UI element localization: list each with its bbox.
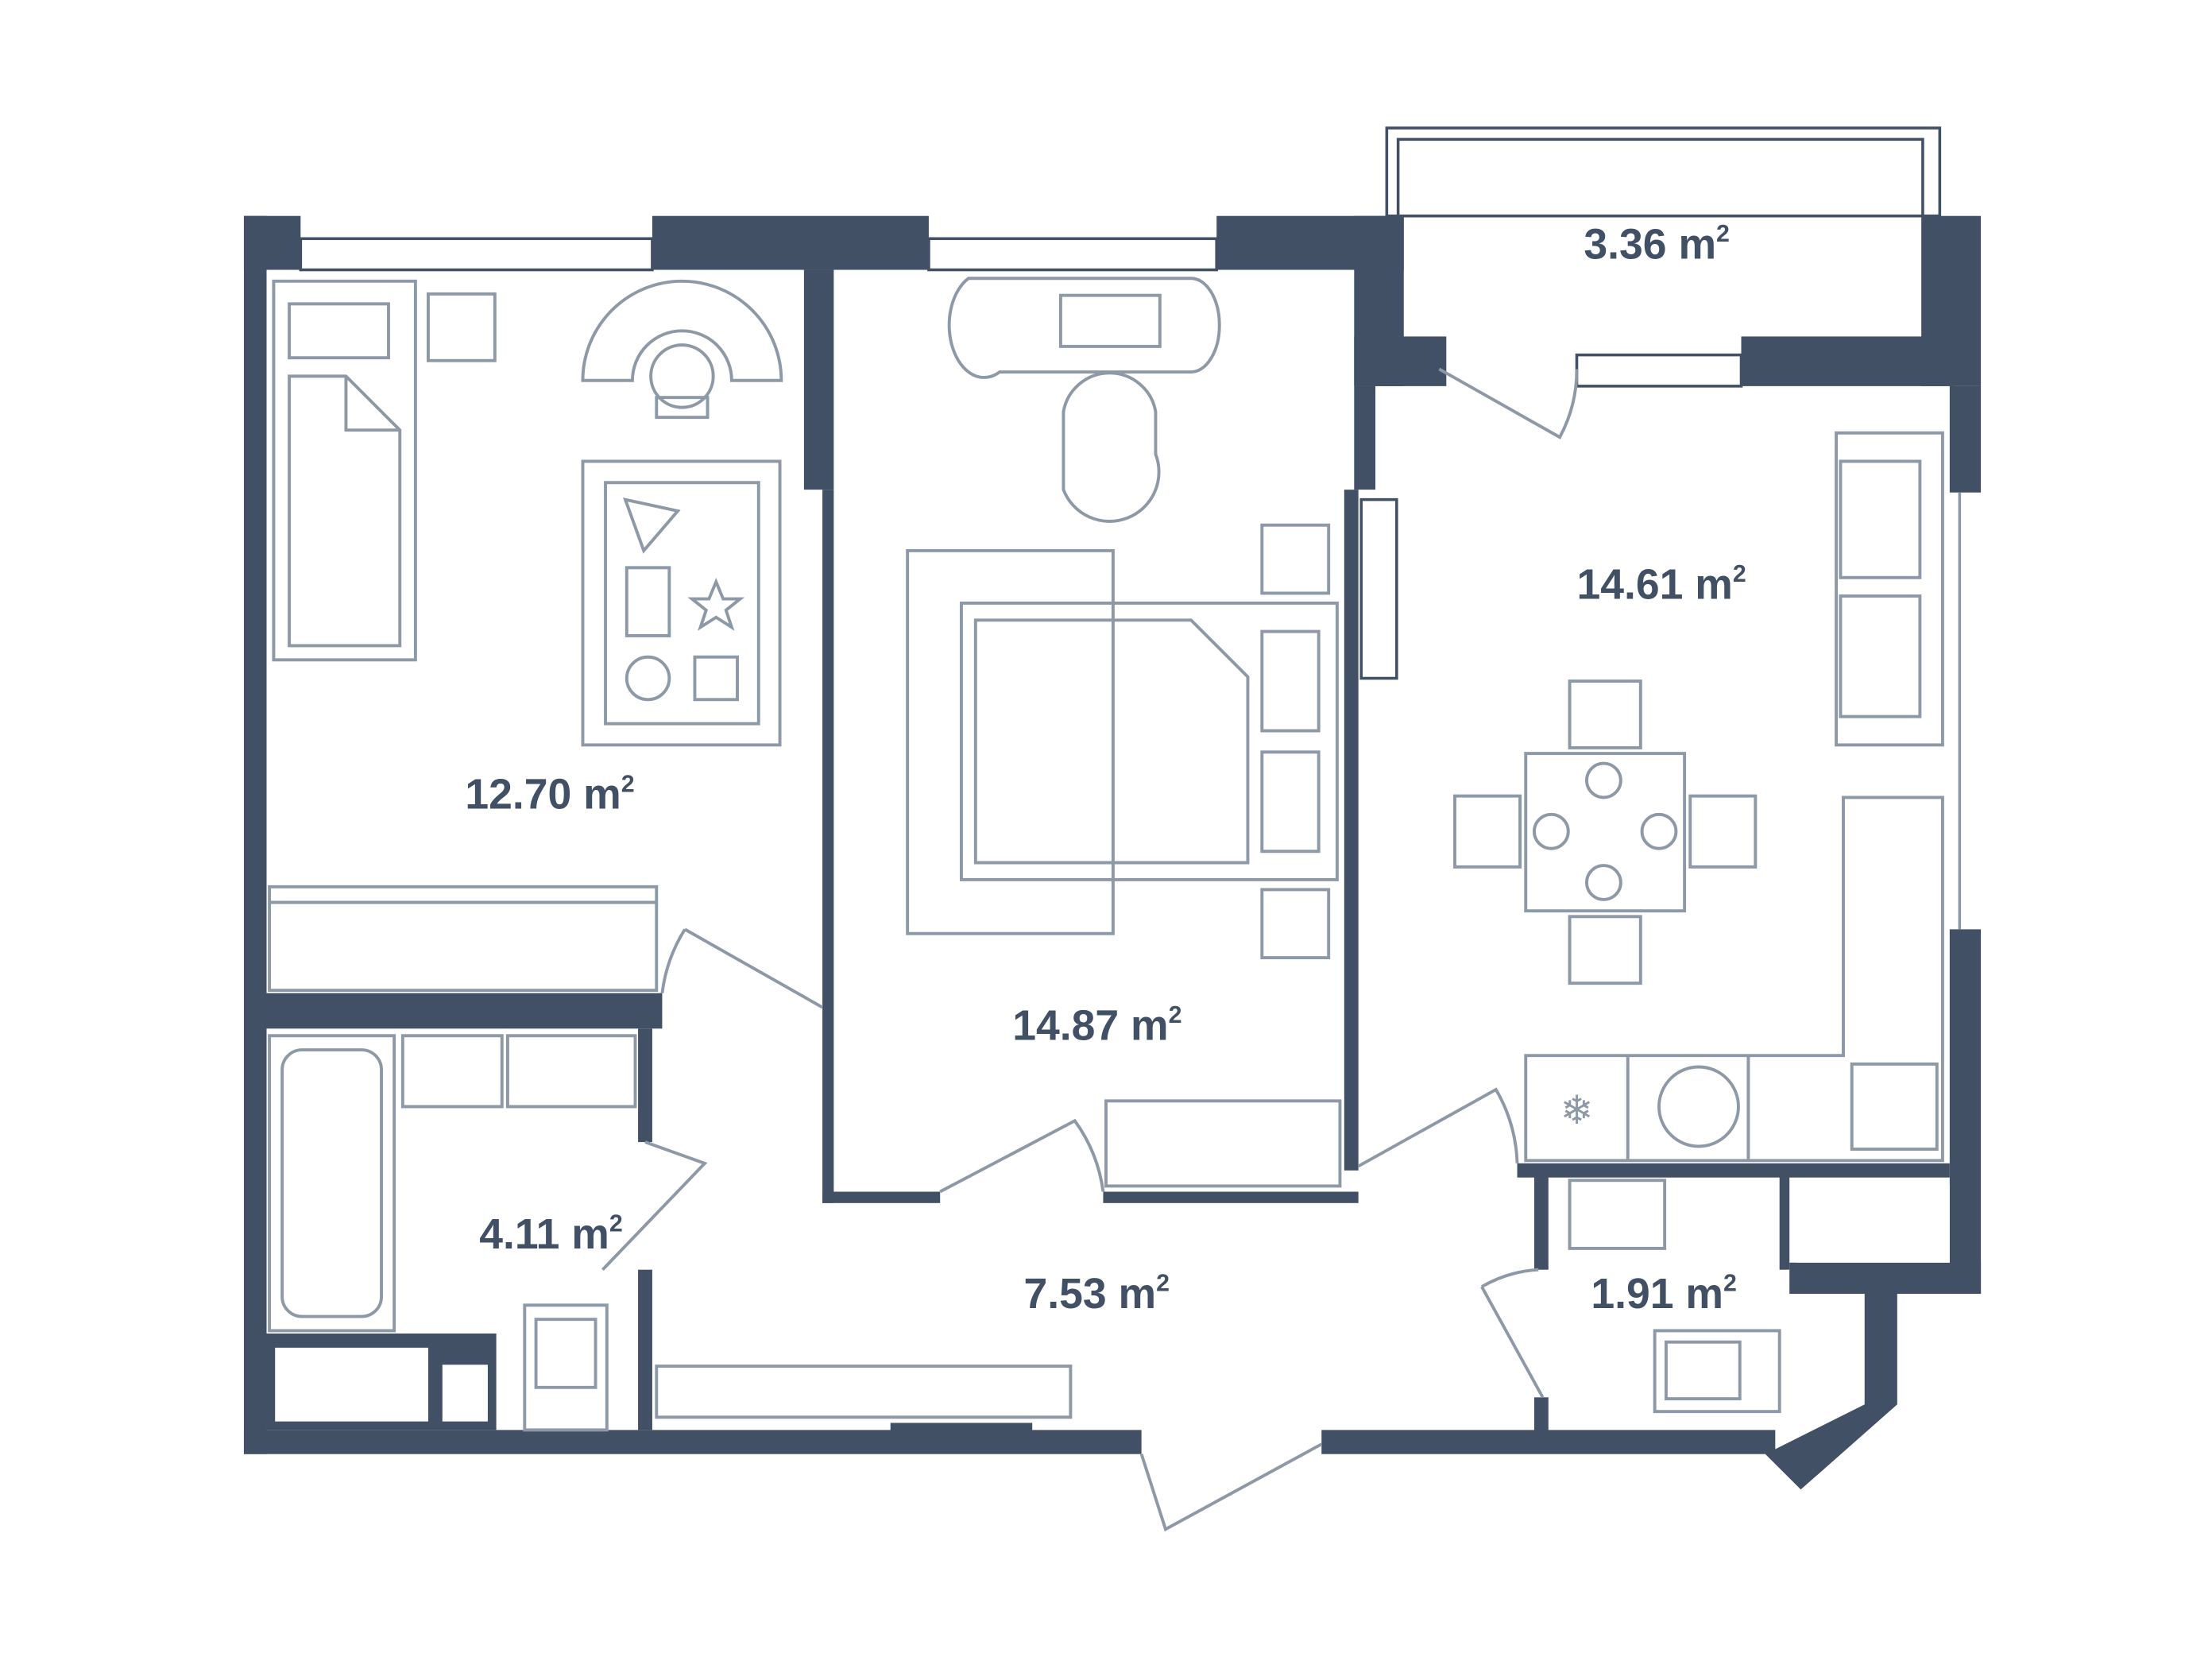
toilet-bathroom — [523, 1303, 609, 1432]
bathroom-sink — [400, 1034, 504, 1109]
bed-double — [906, 523, 1339, 960]
area-bedroom-1: 12.70 m2 — [465, 771, 634, 818]
dining-table — [1453, 679, 1758, 985]
washing-machine — [505, 1034, 637, 1109]
doors[interactable] — [601, 367, 1579, 1532]
play-desk — [581, 279, 783, 420]
area-bedroom-2: 14.87 m2 — [1012, 1002, 1181, 1049]
bed-single — [272, 279, 417, 662]
balcony-frame — [1385, 126, 1942, 218]
bathtub — [268, 1034, 396, 1333]
area-kitchen-living: 14.61 m2 — [1576, 561, 1746, 608]
play-mat — [581, 459, 782, 747]
sofa — [1835, 431, 1944, 747]
area-balcony: 3.36 m2 — [1584, 221, 1730, 268]
toilet-wc — [1653, 1329, 1781, 1414]
toilet-sink — [1568, 1179, 1667, 1250]
area-hallway: 7.53 m2 — [1023, 1270, 1170, 1317]
wardrobe-bedroom-2 — [1104, 1099, 1342, 1188]
hallway-wardrobe — [655, 1365, 1073, 1419]
room-labels: 12.70 m2 14.87 m2 3.36 m2 14.61 m2 4.11 … — [465, 221, 1746, 1318]
kitchen-counter: ❄ — [1524, 796, 1944, 1163]
windows — [299, 237, 1962, 930]
wardrobe-bedroom-1 — [268, 885, 659, 993]
area-toilet: 1.91 m2 — [1591, 1270, 1737, 1317]
area-bathroom: 4.11 m2 — [479, 1211, 623, 1258]
desk — [947, 277, 1221, 523]
snowflake-icon: ❄ — [1560, 1088, 1594, 1132]
walls — [243, 215, 1982, 1490]
nightstand — [426, 292, 497, 362]
